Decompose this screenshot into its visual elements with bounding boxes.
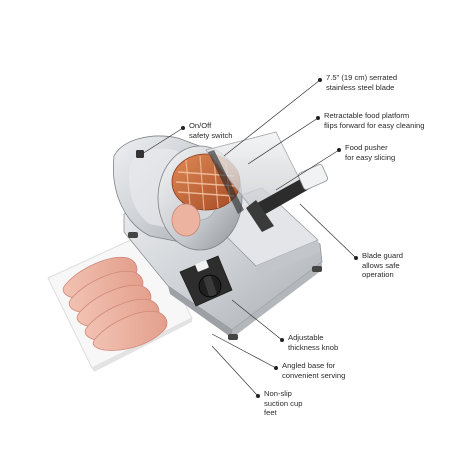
leader-line-pusher [275, 149, 340, 191]
callout-line: Retractable food platform [324, 111, 410, 120]
leader-line-blade [223, 79, 321, 157]
callout-line: Food pusher [345, 143, 388, 152]
leader-line-platform [247, 117, 319, 165]
leader-lines [141, 79, 357, 397]
callout-line: allows safe [362, 260, 400, 270]
callout-line: flips forward for easy cleaning [324, 120, 425, 130]
leader-line-base [211, 333, 277, 369]
callout-guard: Blade guard allows safe operation [362, 251, 403, 280]
on-off-switch [136, 150, 144, 158]
callout-platform: Retractable food platform flips forward … [324, 111, 424, 130]
callout-blade: 7.5" (19 cm) serrated stainless steel bl… [326, 73, 397, 92]
callout-line: operation [362, 270, 394, 280]
callout-line: Blade guard [362, 251, 403, 260]
callout-line: Angled base for [282, 361, 336, 370]
leader-line-guard [299, 203, 357, 259]
callout-bullet [181, 126, 185, 130]
callout-bullet [316, 116, 320, 120]
meat-slices [62, 256, 168, 351]
callout-line: Adjustable [288, 333, 324, 342]
callout-line: feet [264, 408, 277, 418]
callout-bullet [274, 366, 278, 370]
callout-line: 7.5" (19 cm) serrated [326, 73, 398, 82]
callout-line: for easy slicing [345, 152, 396, 162]
callout-line: suction cup [264, 398, 303, 408]
suction-foot [312, 266, 322, 272]
callout-line: Non-slip [264, 389, 292, 398]
callout-line: stainless steel blade [326, 82, 395, 92]
thickness-control [179, 255, 233, 307]
callout-bullet [318, 78, 322, 82]
callout-bullet [354, 256, 358, 260]
suction-foot [228, 334, 238, 340]
callout-line: convenient serving [282, 370, 346, 380]
power-switch-icon [136, 150, 144, 158]
callout-knob: Adjustable thickness knob [288, 333, 338, 352]
callout-switch: On/Off safety switch [189, 121, 232, 140]
leader-line-knob [231, 299, 283, 341]
callout-feet: Non-slip suction cup feet [264, 389, 302, 418]
blade-guard [205, 131, 303, 214]
suction-foot [128, 232, 138, 238]
leader-line-feet [211, 345, 259, 397]
leader-line-switch [141, 127, 184, 155]
callout-bullet [337, 148, 341, 152]
callout-bullet [280, 338, 284, 342]
callout-bullet [256, 394, 260, 398]
callout-base: Angled base for convenient serving [282, 361, 345, 380]
callout-pusher: Food pusher for easy slicing [345, 143, 395, 162]
callout-line: thickness knob [288, 342, 339, 352]
callout-line: safety switch [189, 130, 233, 140]
callout-line: On/Off [189, 121, 212, 130]
